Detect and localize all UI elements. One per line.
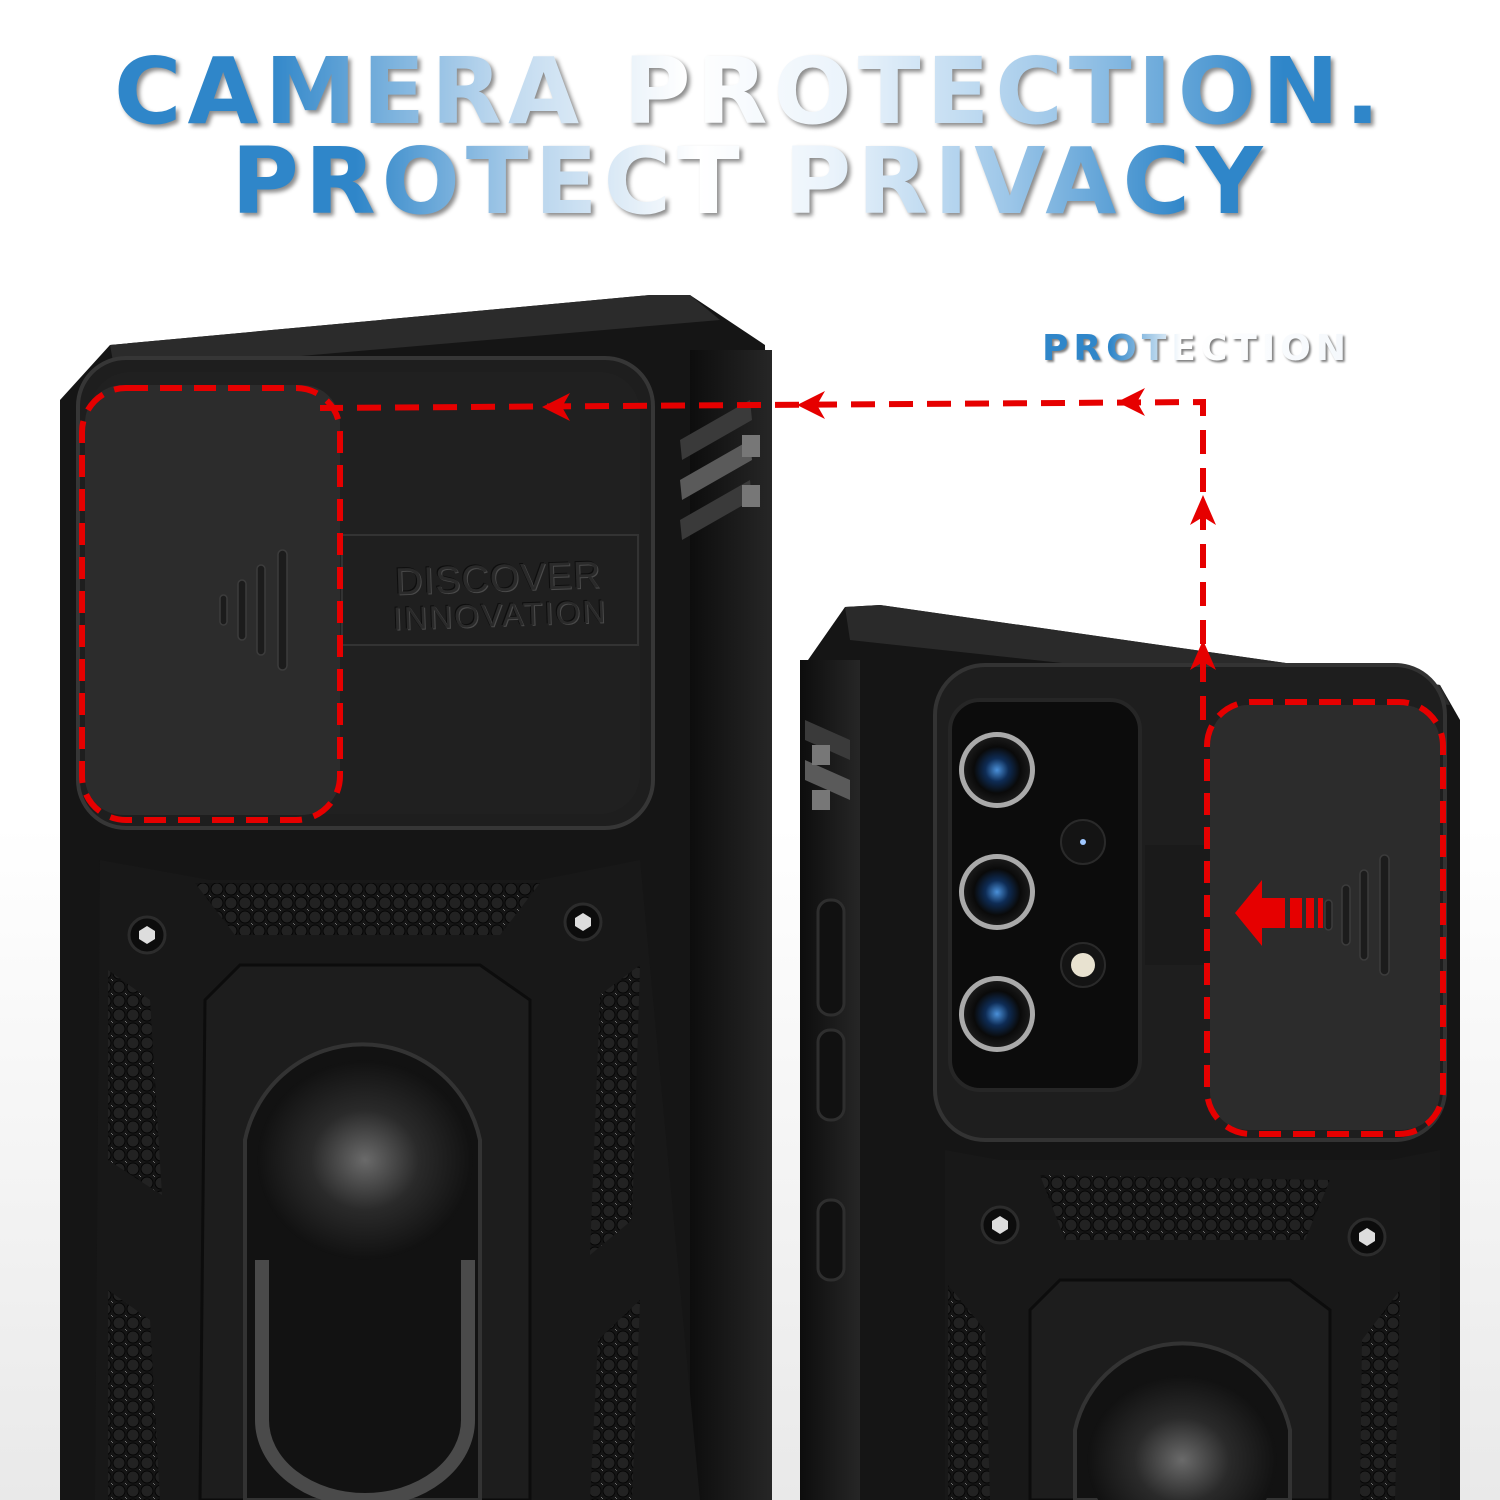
arrowhead-left-icon (797, 391, 825, 419)
arrowhead-up-icon (1190, 640, 1216, 670)
headline-line-2: PROTECT PRIVACY (0, 128, 1500, 235)
left-screw-icon-1 (127, 915, 167, 955)
protection-label-text: PROTECTION (1042, 328, 1351, 369)
left-camera-slider[interactable] (85, 385, 340, 815)
right-slider-highlight (1204, 699, 1446, 1137)
left-phone (60, 295, 772, 1500)
slider-grip-icon (1324, 854, 1390, 976)
right-side-grip (805, 720, 850, 810)
left-phone-top-bevel (110, 295, 720, 372)
right-top-grip-panel (1040, 1175, 1330, 1240)
left-side-grip (680, 400, 760, 540)
arrowhead-left-icon (1117, 388, 1145, 416)
right-side-grip-panel-1 (948, 1285, 990, 1500)
arrowhead-up-icon (1190, 495, 1216, 525)
volume-button (816, 898, 846, 1017)
left-emboss-band (341, 534, 639, 646)
right-screw-icon-2 (1347, 1217, 1387, 1257)
right-phone (800, 605, 1460, 1500)
camera-lens-1 (959, 732, 1035, 808)
left-side-grip-panel-2 (590, 965, 640, 1255)
right-side-grip-panel-2 (1360, 1290, 1400, 1500)
camera-lens-2 (959, 854, 1035, 930)
right-ring-disc (1087, 1375, 1277, 1500)
emboss-text-innovation: INNOVATION (392, 593, 608, 637)
left-phone-side-rail (690, 350, 772, 1500)
left-side-grip-panel-3 (108, 1290, 160, 1500)
side-button (816, 1198, 846, 1282)
arrowhead-left-icon (542, 393, 570, 421)
power-button (816, 1028, 846, 1122)
depth-sensor (1060, 819, 1106, 865)
left-ring-kickstand[interactable] (243, 1042, 482, 1500)
left-side-grip-panel-1 (108, 970, 162, 1195)
left-slider-highlight (79, 385, 343, 823)
slide-left-arrow-icon (1235, 880, 1323, 946)
headline-line-1: CAMERA PROTECTION. (0, 38, 1500, 145)
callout-arrowheads (542, 388, 1216, 670)
left-side-grip-panel-4 (590, 1300, 640, 1500)
protection-callout-path (319, 398, 1206, 720)
left-screw-icon-2 (563, 902, 603, 942)
headline-text-2: PROTECT PRIVACY (231, 128, 1269, 235)
left-ring-disc (257, 1060, 473, 1260)
left-top-grip-panel (195, 883, 540, 935)
right-slider-track (1145, 845, 1210, 965)
slider-grip-icon (219, 549, 288, 671)
protection-label: PROTECTION (1042, 328, 1351, 369)
right-screw-icon-1 (980, 1205, 1020, 1245)
flash-led (1060, 942, 1106, 988)
headline-text-1: CAMERA PROTECTION. (114, 38, 1386, 145)
camera-lens-3 (959, 976, 1035, 1052)
right-ring-kickstand[interactable] (1073, 1341, 1292, 1500)
